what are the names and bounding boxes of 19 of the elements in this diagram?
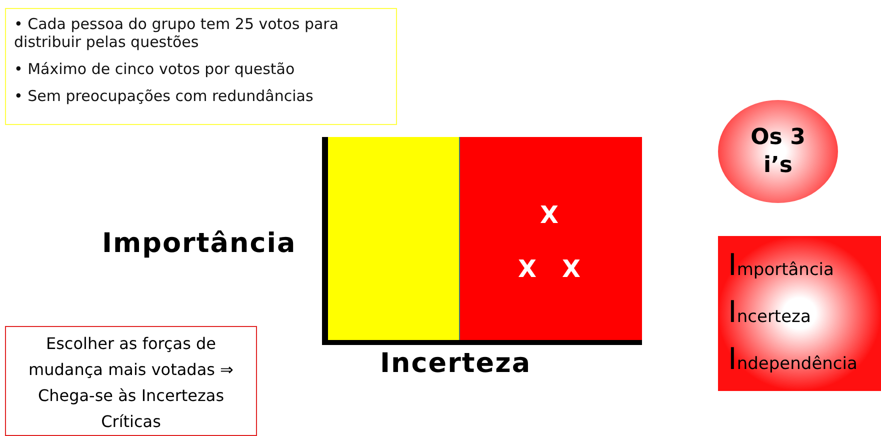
matrix-frame	[322, 137, 642, 345]
circle-title: Os 3 i’s	[750, 124, 806, 180]
axis-label: Incerteza	[380, 348, 532, 379]
vote-mark: X	[540, 201, 559, 229]
note-box	[5, 8, 397, 125]
matrix-cell	[460, 137, 642, 340]
vote-mark: X	[518, 255, 537, 283]
note-text: Escolher as forças de mudança mais votadas ⇒ Chega-se às Incertezas Críticas	[28, 333, 234, 433]
bullet-text: • Máximo de cinco votos por questão	[14, 60, 296, 78]
vote-mark: X	[562, 255, 581, 283]
concept-text: Incerteza	[728, 294, 812, 332]
matrix-cell	[328, 137, 460, 340]
axis-label: Importância	[102, 228, 296, 259]
note-box	[5, 326, 257, 436]
bullet-text: • Cada pessoa do grupo tem 25 votos para distribuir pelas questões	[14, 15, 340, 51]
concept-square	[718, 236, 881, 391]
bullet-text: • Sem preocupações com redundâncias	[14, 87, 314, 105]
concept-text: Importância	[728, 247, 835, 285]
concept-text: Independência	[728, 341, 858, 379]
